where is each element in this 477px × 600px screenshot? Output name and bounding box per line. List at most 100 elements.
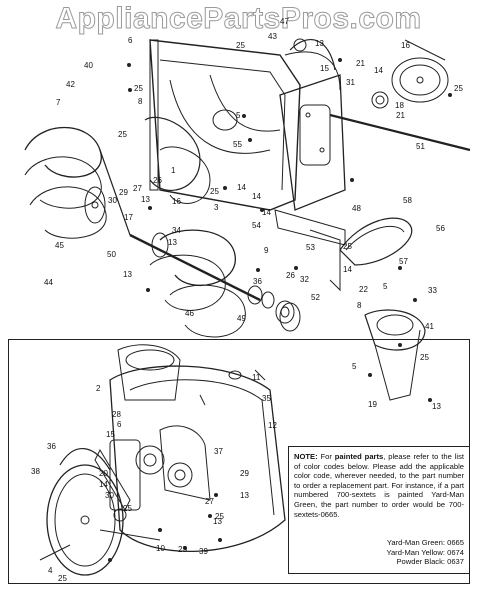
bearings <box>247 285 295 324</box>
color-code: Powder Black: 0637 <box>396 557 464 567</box>
callout-label: 52 <box>311 293 320 302</box>
callout-label: 29 <box>119 188 128 197</box>
note-body: , please refer to the list of color code… <box>294 452 464 519</box>
callout-label: 37 <box>214 447 223 456</box>
callout-label: 16 <box>401 41 410 50</box>
color-codes-list: Yard-Man Green: 0665 Yard-Man Yellow: 06… <box>360 538 464 567</box>
callout-label: 20 <box>99 469 108 478</box>
callout-label: 54 <box>252 221 261 230</box>
callout-label: 25 <box>58 574 67 583</box>
note-emphasis: painted parts <box>334 452 384 461</box>
watermark: AppliancePartsPros.com <box>55 2 422 36</box>
left-auger <box>24 127 131 239</box>
chute-ring <box>279 302 301 332</box>
note-prefix: NOTE: <box>294 452 318 461</box>
callout-label: 36 <box>253 277 262 286</box>
callout-label: 45 <box>55 241 64 250</box>
callout-label: 23 <box>178 545 187 554</box>
callout-label: 30 <box>105 491 114 500</box>
auger-housing <box>149 39 301 211</box>
color-code: Yard-Man Yellow: 0674 <box>386 547 464 557</box>
callout-label: 13 <box>315 39 324 48</box>
callout-label: 53 <box>306 243 315 252</box>
callout-label: 8 <box>138 97 143 106</box>
callout-label: 26 <box>153 176 162 185</box>
callout-label: 25 <box>134 84 143 93</box>
callout-label: 4 <box>48 566 53 575</box>
callout-label: 16 <box>172 197 181 206</box>
callout-label: 21 <box>396 111 405 120</box>
callout-label: 17 <box>124 213 133 222</box>
callout-label: 25 <box>210 187 219 196</box>
callout-label: 6 <box>128 36 133 45</box>
callout-label: 46 <box>185 309 194 318</box>
lower-auger <box>129 229 261 338</box>
callout-label: 51 <box>416 142 425 151</box>
callout-label: 28 <box>112 410 121 419</box>
callout-label: 14 <box>374 66 383 75</box>
side-panel <box>279 74 346 211</box>
drive-belt <box>339 217 413 266</box>
callout-label: 32 <box>300 275 309 284</box>
callout-label: 33 <box>428 286 437 295</box>
callout-label: 14 <box>99 480 108 489</box>
callout-label: 25 <box>123 504 132 513</box>
callout-label: 31 <box>346 78 355 87</box>
callout-label: 13 <box>240 491 249 500</box>
scraper-bar <box>274 209 346 292</box>
callout-label: 48 <box>352 204 361 213</box>
callout-label: 25 <box>454 84 463 93</box>
inset-assembly <box>39 344 286 576</box>
callout-label: 30 <box>108 196 117 205</box>
callout-label: 5 <box>352 362 357 371</box>
callout-label: 1 <box>171 166 176 175</box>
callout-label: 43 <box>268 32 277 41</box>
callout-label: 35 <box>262 394 271 403</box>
center-auger <box>144 116 211 204</box>
callout-label: 8 <box>357 301 362 310</box>
impeller-assembly <box>284 38 341 91</box>
callout-label: 25 <box>420 353 429 362</box>
callout-label: 13 <box>123 270 132 279</box>
note-box <box>288 446 470 574</box>
callout-label: 38 <box>31 467 40 476</box>
callout-label: 27 <box>133 184 142 193</box>
callout-label: 56 <box>436 224 445 233</box>
callout-label: 13 <box>213 517 222 526</box>
callout-label: 15 <box>106 430 115 439</box>
callout-label: 15 <box>320 64 329 73</box>
pulley-top-right <box>329 39 471 152</box>
callout-label: 2 <box>96 384 101 393</box>
callout-label: 19 <box>368 400 377 409</box>
callout-label: 18 <box>395 101 404 110</box>
callout-label: 47 <box>280 17 289 26</box>
callout-label: 26 <box>286 271 295 280</box>
callout-label: 10 <box>156 544 165 553</box>
callout-label: 25 <box>236 41 245 50</box>
callout-label: 34 <box>172 226 181 235</box>
callout-label: 9 <box>264 246 269 255</box>
callout-label: 22 <box>359 285 368 294</box>
callout-label: 49 <box>237 314 246 323</box>
callout-label: 13 <box>141 195 150 204</box>
callout-label: 3 <box>214 203 219 212</box>
callout-label: 57 <box>399 257 408 266</box>
color-code: Yard-Man Green: 0665 <box>386 538 464 547</box>
callout-label: 5 <box>383 282 388 291</box>
callout-label: 12 <box>268 421 277 430</box>
callout-label: 6 <box>117 420 122 429</box>
callout-label: 25 <box>118 130 127 139</box>
callout-label: 58 <box>403 196 412 205</box>
note-lead: For <box>320 452 332 461</box>
callout-label: 40 <box>84 61 93 70</box>
callout-label: 13 <box>168 238 177 247</box>
callout-label: 39 <box>199 547 208 556</box>
callout-label: 27 <box>205 497 214 506</box>
painted-parts-note: NOTE: For painted parts, please refer to… <box>294 452 464 519</box>
callout-label: 14 <box>237 183 246 192</box>
callout-label: 25 <box>343 242 352 251</box>
discharge-chute <box>364 309 426 401</box>
callout-label: 42 <box>66 80 75 89</box>
